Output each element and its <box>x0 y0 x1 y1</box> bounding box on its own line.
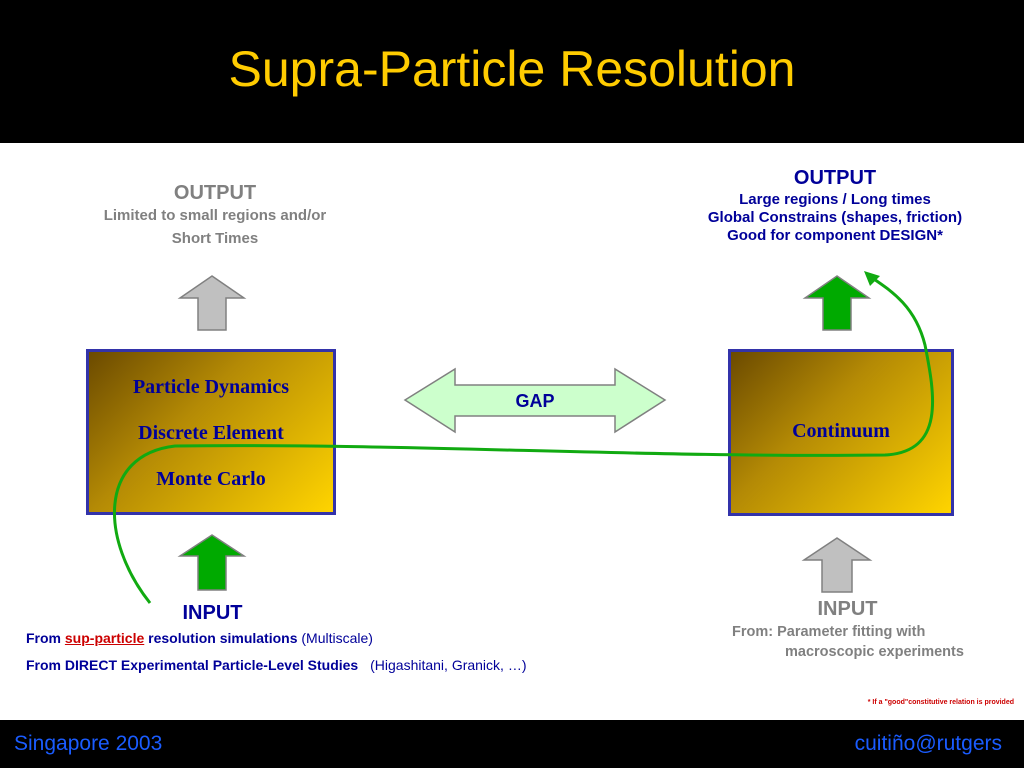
green-up-arrow-right <box>802 275 872 331</box>
right-input-line1: From: Parameter fitting with <box>732 624 926 640</box>
right-input-line2: macroscopic experiments <box>785 644 964 660</box>
box-line-monte-carlo: Monte Carlo <box>156 468 266 490</box>
slide-title: Supra-Particle Resolution <box>228 41 796 97</box>
sup-particle-link[interactable]: sup-particle <box>64 630 145 646</box>
gap-double-arrow <box>403 367 667 434</box>
green-flow-arrowhead <box>864 271 880 286</box>
gray-up-arrow-right <box>801 537 873 593</box>
left-output-heading: OUTPUT <box>173 182 257 204</box>
green-flow-curve <box>113 273 935 604</box>
right-output-line1: Large regions / Long times <box>739 191 931 208</box>
left-input-heading: INPUT <box>182 602 243 624</box>
title-bar <box>0 0 1024 143</box>
left-output: OUTPUT Limited to small regions and/or S… <box>60 182 370 247</box>
left-input-line1: From sup-particle resolution simulations… <box>26 630 373 646</box>
gap-label: GAP <box>515 391 555 411</box>
particle-methods-box: Particle Dynamics Discrete Element Monte… <box>86 349 336 515</box>
right-input-heading: INPUT <box>817 598 878 620</box>
footer-location: Singapore 2003 <box>14 732 163 755</box>
right-output-line3: Good for component DESIGN* <box>727 227 943 244</box>
box-line-discrete-element: Discrete Element <box>138 422 284 444</box>
gray-up-arrow-left <box>177 275 247 331</box>
box-line-continuum: Continuum <box>792 420 890 442</box>
left-input-line2: From DIRECT Experimental Particle-Level … <box>26 657 527 673</box>
right-output: OUTPUT Large regions / Long times Global… <box>655 167 1015 244</box>
footer-contact: cuitiño@rutgers <box>854 732 1002 755</box>
footnote: * If a "good"constitutive relation is pr… <box>867 699 1014 706</box>
footer-bar <box>0 720 1024 768</box>
box-line-particle-dynamics: Particle Dynamics <box>132 376 290 398</box>
left-output-line1: Limited to small regions and/or <box>103 207 327 224</box>
green-up-arrow-left <box>177 534 247 591</box>
continuum-box: Continuum <box>728 349 954 516</box>
left-output-line2: Short Times <box>171 230 259 247</box>
right-output-line2: Global Constrains (shapes, friction) <box>707 209 963 226</box>
right-output-heading: OUTPUT <box>793 167 877 189</box>
